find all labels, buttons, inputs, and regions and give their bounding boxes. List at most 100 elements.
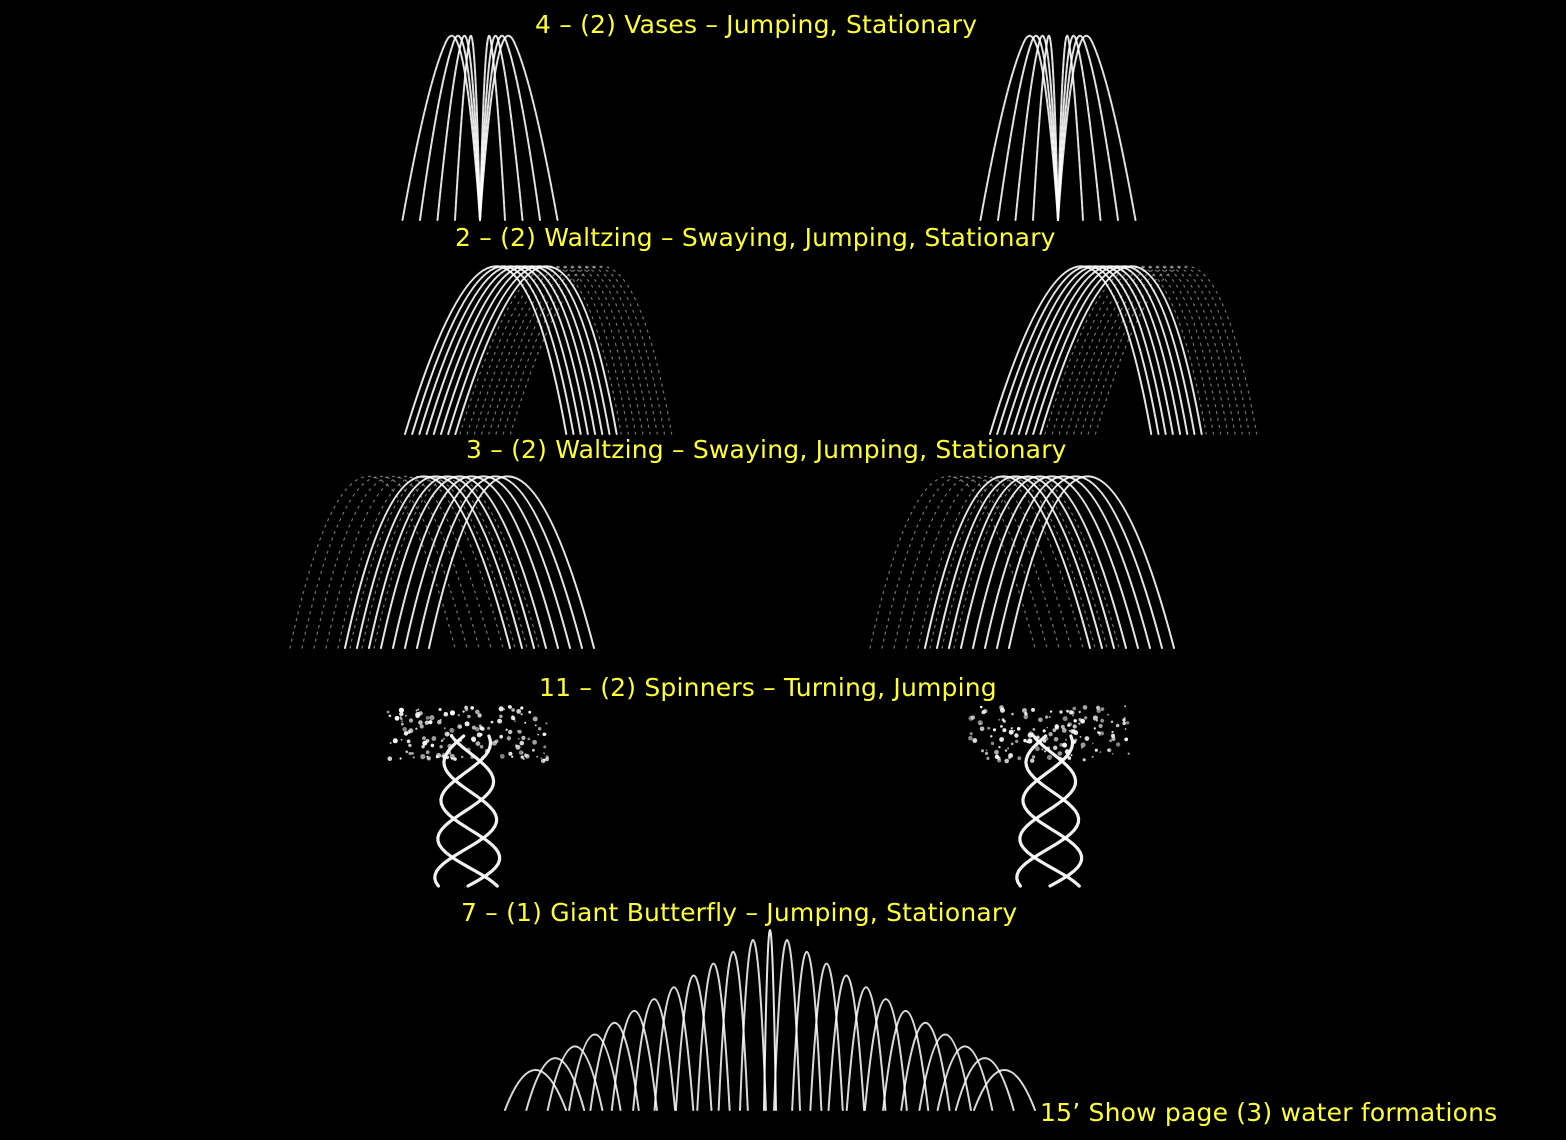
spray-droplet xyxy=(437,719,442,725)
spray-droplet xyxy=(511,708,515,712)
spray-droplet xyxy=(1098,723,1103,729)
spray-droplet xyxy=(1078,722,1081,725)
spray-droplet xyxy=(980,749,985,753)
spray-droplet xyxy=(470,755,474,759)
spray-droplet xyxy=(399,716,402,719)
spray-droplet xyxy=(1124,728,1127,730)
spray-droplet xyxy=(1017,756,1022,761)
spray-droplet xyxy=(1078,710,1081,714)
spray-droplet xyxy=(429,715,435,721)
spray-droplet xyxy=(1011,712,1014,716)
spray-droplet xyxy=(1023,738,1027,743)
spray-droplet xyxy=(1098,734,1101,737)
butterfly-center-jet xyxy=(763,929,777,1111)
spray-droplet xyxy=(517,730,519,732)
butterfly-arc xyxy=(973,1069,1036,1111)
vase-spray xyxy=(1015,35,1059,221)
waltz-jet xyxy=(428,475,595,649)
spray-droplet xyxy=(471,736,476,742)
spray-droplet xyxy=(1010,742,1014,746)
spray-droplet xyxy=(460,755,464,759)
spray-droplet xyxy=(449,710,456,716)
spray-droplet xyxy=(1042,729,1046,733)
spray-droplet xyxy=(490,720,494,724)
spray-droplet xyxy=(1092,715,1098,721)
spray-droplet xyxy=(1111,733,1115,738)
spray-droplet xyxy=(972,738,978,743)
spray-droplet xyxy=(977,720,983,726)
spray-droplet xyxy=(1078,718,1082,722)
waltz-jet xyxy=(1008,475,1175,649)
spray-droplet xyxy=(1115,723,1120,728)
spray-droplet xyxy=(1048,716,1051,718)
spray-droplet xyxy=(431,736,437,741)
spray-droplet xyxy=(515,744,521,750)
spray-droplet xyxy=(459,725,462,729)
spray-droplet xyxy=(1027,732,1033,738)
spray-droplet xyxy=(1053,745,1058,750)
spray-droplet xyxy=(1015,739,1019,744)
waltz-spray xyxy=(1058,266,1222,435)
spray-droplet xyxy=(1073,729,1076,732)
spray-droplet xyxy=(1046,754,1053,761)
spray-droplet xyxy=(421,745,425,749)
spray-droplet xyxy=(532,716,538,722)
spray-droplet xyxy=(430,743,435,748)
vase-spray xyxy=(437,35,481,221)
waltz-spray xyxy=(349,476,516,649)
spray-droplet xyxy=(1004,758,1009,764)
spray-droplet xyxy=(1096,708,1101,713)
spray-droplet xyxy=(470,706,475,710)
spinner-strand xyxy=(439,734,502,888)
vase-spray xyxy=(479,35,541,221)
spray-droplet xyxy=(447,750,452,755)
butterfly-arc xyxy=(696,962,731,1111)
waltz-spray xyxy=(917,476,1084,649)
spray-droplet xyxy=(399,711,404,717)
waltz-left-fountain-right xyxy=(869,475,1175,649)
butterfly-arc xyxy=(827,974,866,1111)
spray-droplet xyxy=(1010,727,1013,730)
spray-droplet xyxy=(1004,749,1008,752)
vase-fountain-left xyxy=(401,35,559,221)
waltz-spray xyxy=(495,266,658,435)
spray-droplet xyxy=(1000,725,1003,728)
spray-droplet xyxy=(422,736,426,740)
waltz-left-fountain-left xyxy=(289,475,595,649)
waltz-spray xyxy=(881,476,1048,649)
spray-droplet xyxy=(475,741,481,746)
butterfly-arc xyxy=(918,1033,972,1111)
spray-droplet xyxy=(1111,730,1114,734)
spray-droplet xyxy=(1072,706,1077,711)
spray-droplet xyxy=(458,738,463,743)
spray-droplet xyxy=(418,711,423,716)
spray-droplet xyxy=(1115,742,1121,747)
spray-droplet xyxy=(1080,746,1084,749)
spray-droplet xyxy=(408,718,414,723)
spray-droplet xyxy=(1060,724,1065,730)
waltz-jet xyxy=(1039,265,1203,435)
waltz-jet xyxy=(972,475,1139,649)
spray-droplet xyxy=(417,708,420,711)
spray-droplet xyxy=(394,715,400,721)
spray-droplet xyxy=(520,706,524,710)
butterfly-arc xyxy=(845,986,887,1111)
spray-droplet xyxy=(1067,722,1072,727)
waltz-spray xyxy=(1094,266,1258,435)
spray-droplet xyxy=(1030,758,1035,763)
spray-droplet xyxy=(1100,718,1105,723)
spray-droplet xyxy=(998,745,1001,749)
spray-droplet xyxy=(403,731,409,736)
butterfly-arc xyxy=(954,1057,1015,1111)
spray-droplet xyxy=(1068,710,1074,715)
spray-droplet xyxy=(1062,742,1068,748)
waltz-jet xyxy=(416,475,583,649)
section-label-waltzing-3: 3 – (2) Waltzing – Swaying, Jumping, Sta… xyxy=(466,435,1067,464)
footer-caption: 15’ Show page (3) water formations xyxy=(1040,1098,1498,1127)
waltz-spray xyxy=(325,476,492,649)
spray-droplet xyxy=(534,724,537,727)
waltz-jet xyxy=(447,265,611,435)
spray-droplet xyxy=(406,739,411,744)
waltz-jet xyxy=(344,475,511,649)
butterfly-arc xyxy=(809,962,844,1111)
